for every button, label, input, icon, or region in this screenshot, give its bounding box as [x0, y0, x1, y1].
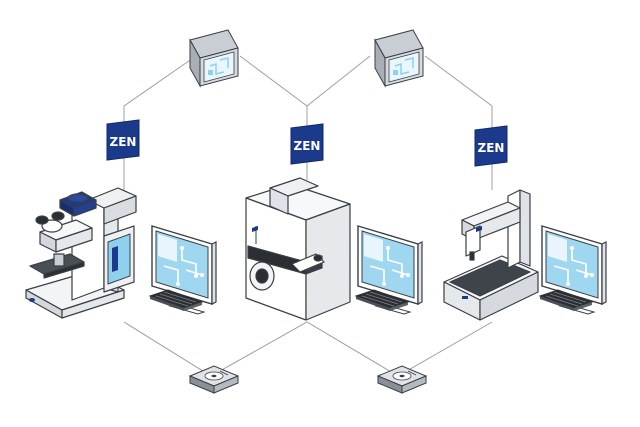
folder-icon [374, 29, 424, 87]
zen-badge-label: ZEN [294, 139, 321, 153]
disk-drive-icon [377, 365, 427, 394]
disk-drive-icon [189, 365, 239, 394]
light-microscope-icon [25, 187, 137, 319]
measuring-machine-icon [443, 189, 539, 321]
zen-badge-center: ZEN [290, 123, 324, 165]
zen-badge-left: ZEN [106, 119, 140, 161]
zen-badge-label: ZEN [110, 135, 137, 149]
zen-badge-label: ZEN [478, 141, 505, 155]
zen-badge-right: ZEN [474, 125, 508, 167]
electron-microscope-icon [245, 177, 351, 321]
folder-icon [189, 29, 239, 87]
